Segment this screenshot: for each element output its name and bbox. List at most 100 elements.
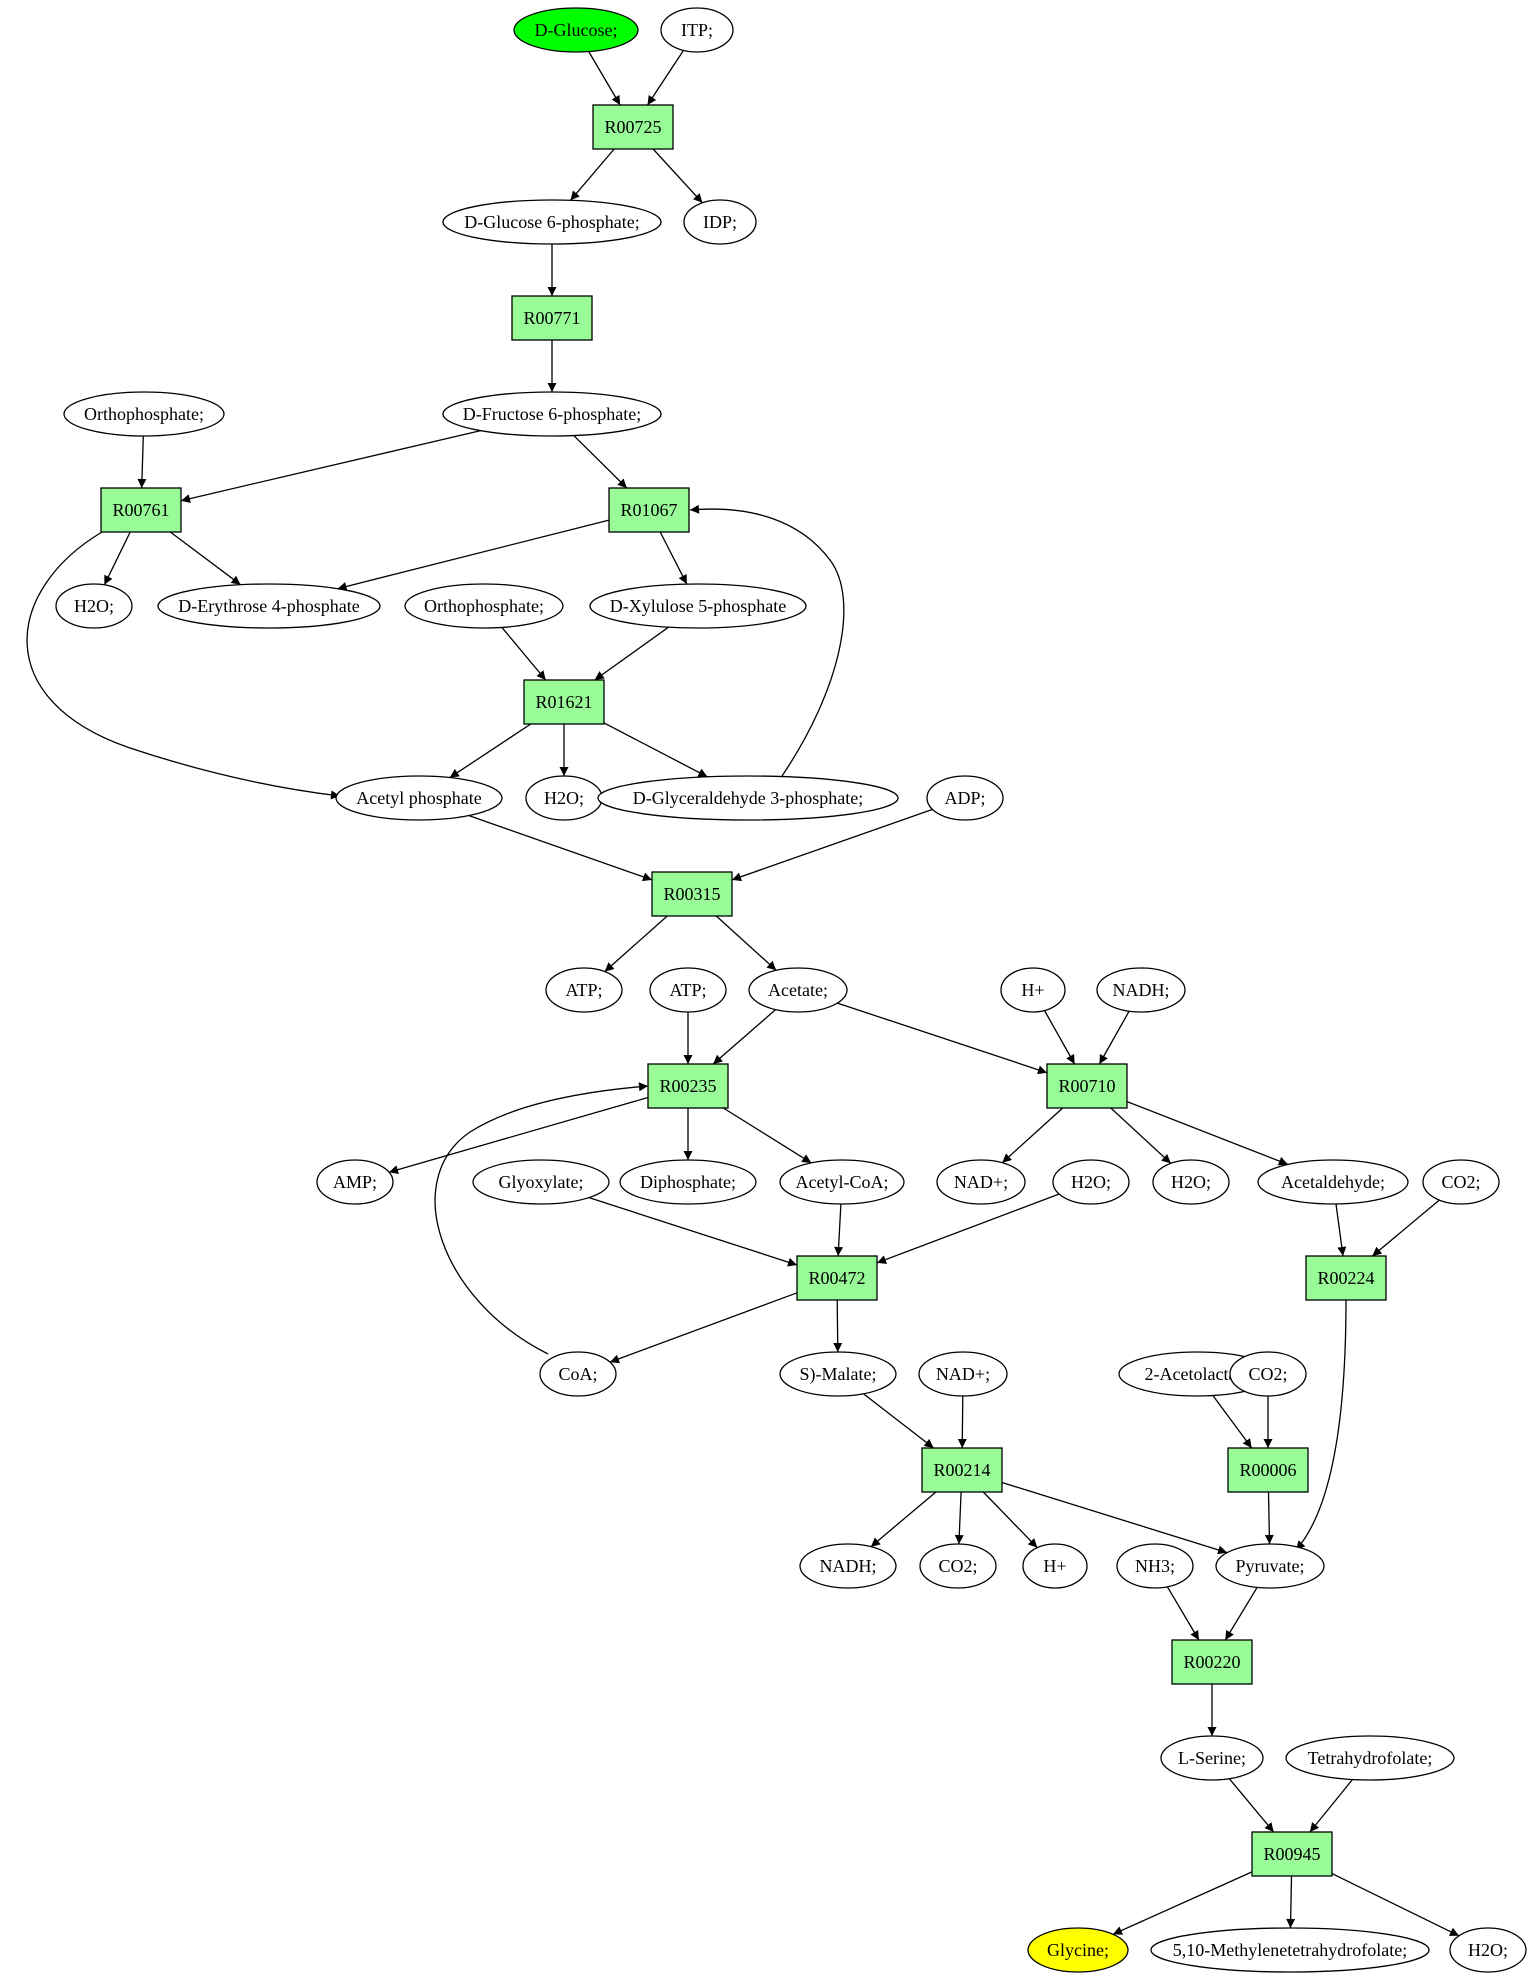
metabolite-nadh-1[interactable]: NADH; <box>1096 967 1186 1013</box>
metabolite-h2o-3[interactable]: H2O; <box>1052 1159 1130 1205</box>
reaction-r00761[interactable]: R00761 <box>100 487 182 533</box>
metabolite-thf[interactable]: Tetrahydrofolate; <box>1285 1735 1455 1781</box>
metabolite-co2-2[interactable]: CO2; <box>1229 1351 1307 1397</box>
edge-R00235-to-m-amp <box>388 1096 649 1175</box>
metabolite-label: Pyruvate; <box>1236 1556 1305 1576</box>
metabolite-orthophosphate-2[interactable]: Orthophosphate; <box>404 583 564 629</box>
metabolite-atp-2[interactable]: ATP; <box>649 967 727 1013</box>
metabolite-x5p[interactable]: D-Xylulose 5-phosphate <box>589 583 807 629</box>
metabolite-ellipse <box>779 1351 897 1397</box>
metabolite-dglucose[interactable]: D-Glucose; <box>513 7 639 53</box>
metabolite-nadh-2[interactable]: NADH; <box>799 1543 897 1589</box>
metabolite-h2o-5[interactable]: H2O; <box>1449 1927 1527 1973</box>
metabolite-acetaldehyde[interactable]: Acetaldehyde; <box>1257 1159 1409 1205</box>
edge-R00945-to-m-methylenethf <box>1286 1875 1296 1929</box>
metabolite-label: Glycine; <box>1047 1940 1109 1960</box>
metabolite-label: H+ <box>1021 980 1044 1000</box>
metabolite-label: ATP; <box>565 980 602 1000</box>
reaction-box <box>796 1255 878 1301</box>
metabolite-label: NADH; <box>1113 980 1170 1000</box>
metabolite-pyruvate[interactable]: Pyruvate; <box>1215 1543 1325 1589</box>
metabolite-idp[interactable]: IDP; <box>683 199 757 245</box>
reaction-r00725[interactable]: R00725 <box>592 104 674 150</box>
metabolite-methylenethf[interactable]: 5,10-Methylenetetrahydrofolate; <box>1150 1927 1430 1973</box>
reaction-r00945[interactable]: R00945 <box>1251 1831 1333 1877</box>
reaction-r00006[interactable]: R00006 <box>1227 1447 1309 1493</box>
metabolite-nh3[interactable]: NH3; <box>1116 1543 1194 1589</box>
metabolite-coa[interactable]: CoA; <box>539 1351 617 1397</box>
metabolite-ellipse <box>1422 1159 1500 1205</box>
reaction-r01621[interactable]: R01621 <box>523 679 605 725</box>
reaction-box <box>523 679 605 725</box>
metabolite-h2o-2[interactable]: H2O; <box>525 775 603 821</box>
reaction-r01067[interactable]: R01067 <box>608 487 690 533</box>
reaction-r00472[interactable]: R00472 <box>796 1255 878 1301</box>
edge-R01067-to-m-x5p <box>659 531 688 585</box>
metabolite-acetate[interactable]: Acetate; <box>748 967 848 1013</box>
edge-m-coa-to-R00235 <box>434 1082 649 1355</box>
edge-R00761-to-m-h2o-1 <box>103 531 131 586</box>
metabolite-ellipse <box>1449 1927 1527 1973</box>
reaction-r00235[interactable]: R00235 <box>647 1063 729 1109</box>
metabolite-label: CO2; <box>1248 1364 1287 1384</box>
reaction-label: R00224 <box>1317 1268 1374 1288</box>
edge-m-orthophosphate-2-to-R01621 <box>501 626 547 681</box>
metabolite-ellipse <box>316 1159 394 1205</box>
metabolite-ellipse <box>1229 1351 1307 1397</box>
metabolite-label: S)-Malate; <box>800 1364 877 1385</box>
metabolite-label: Diphosphate; <box>640 1172 736 1192</box>
metabolite-g6p[interactable]: D-Glucose 6-phosphate; <box>442 199 662 245</box>
edge-m-co2-1-to-R00224 <box>1371 1199 1440 1257</box>
edge-R00214-to-m-pyruvate <box>1001 1481 1228 1555</box>
reaction-r00214[interactable]: R00214 <box>921 1447 1003 1493</box>
reaction-r00710[interactable]: R00710 <box>1046 1063 1128 1109</box>
reaction-r00220[interactable]: R00220 <box>1171 1639 1253 1685</box>
metabolite-label: ITP; <box>681 20 713 40</box>
metabolite-label: ADP; <box>944 788 985 808</box>
metabolite-hplus-2[interactable]: H+ <box>1022 1543 1088 1589</box>
metabolite-label: H2O; <box>74 596 114 616</box>
reaction-label: R00235 <box>659 1076 716 1096</box>
reaction-r00315[interactable]: R00315 <box>651 871 733 917</box>
metabolite-g3p[interactable]: D-Glyceraldehyde 3-phosphate; <box>597 775 899 821</box>
edge-R00214-to-m-nadh-2 <box>870 1491 937 1548</box>
reaction-r00224[interactable]: R00224 <box>1305 1255 1387 1301</box>
metabolite-glyoxylate[interactable]: Glyoxylate; <box>472 1159 610 1205</box>
edge-R00315-to-m-acetate <box>715 915 777 971</box>
metabolite-h2o-1[interactable]: H2O; <box>55 583 133 629</box>
metabolite-orthophosphate-1[interactable]: Orthophosphate; <box>63 391 225 437</box>
edge-m-thf-to-R00945 <box>1309 1779 1354 1833</box>
metabolite-amp[interactable]: AMP; <box>316 1159 394 1205</box>
metabolite-nadplus-2[interactable]: NAD+; <box>918 1351 1008 1397</box>
metabolite-hplus-1[interactable]: H+ <box>1000 967 1066 1013</box>
metabolite-acetylphosphate[interactable]: Acetyl phosphate <box>335 775 503 821</box>
edge-R00472-to-m-coa <box>609 1292 798 1364</box>
metabolite-co2-1[interactable]: CO2; <box>1422 1159 1500 1205</box>
edge-m-f6p-to-R00761 <box>180 429 481 504</box>
metabolite-acetylcoa[interactable]: Acetyl-CoA; <box>779 1159 905 1205</box>
metabolite-e4p[interactable]: D-Erythrose 4-phosphate <box>157 583 381 629</box>
metabolite-itp[interactable]: ITP; <box>660 7 734 53</box>
metabolite-smalate[interactable]: S)-Malate; <box>779 1351 897 1397</box>
metabolite-f6p[interactable]: D-Fructose 6-phosphate; <box>442 391 662 437</box>
metabolite-label: Acetyl-CoA; <box>796 1172 889 1192</box>
metabolite-ellipse <box>404 583 564 629</box>
metabolite-nadplus-1[interactable]: NAD+; <box>936 1159 1026 1205</box>
edge-m-acetate-to-R00235 <box>712 1009 777 1065</box>
metabolite-lserine[interactable]: L-Serine; <box>1160 1735 1264 1781</box>
metabolite-diphosphate[interactable]: Diphosphate; <box>619 1159 757 1205</box>
metabolite-ellipse <box>1257 1159 1409 1205</box>
reaction-box <box>608 487 690 533</box>
metabolite-label: CO2; <box>1441 1172 1480 1192</box>
metabolite-atp-1[interactable]: ATP; <box>545 967 623 1013</box>
metabolite-ellipse <box>1022 1543 1088 1589</box>
metabolite-co2-3[interactable]: CO2; <box>919 1543 997 1589</box>
metabolite-glycine[interactable]: Glycine; <box>1027 1927 1129 1973</box>
metabolite-adp[interactable]: ADP; <box>926 775 1004 821</box>
metabolite-h2o-4[interactable]: H2O; <box>1152 1159 1230 1205</box>
reaction-label: R00214 <box>933 1460 990 1480</box>
reaction-r00771[interactable]: R00771 <box>511 295 593 341</box>
edge-R00235-to-m-acetylcoa <box>722 1107 812 1164</box>
edge-m-nadplus-2-to-R00214 <box>957 1395 967 1449</box>
